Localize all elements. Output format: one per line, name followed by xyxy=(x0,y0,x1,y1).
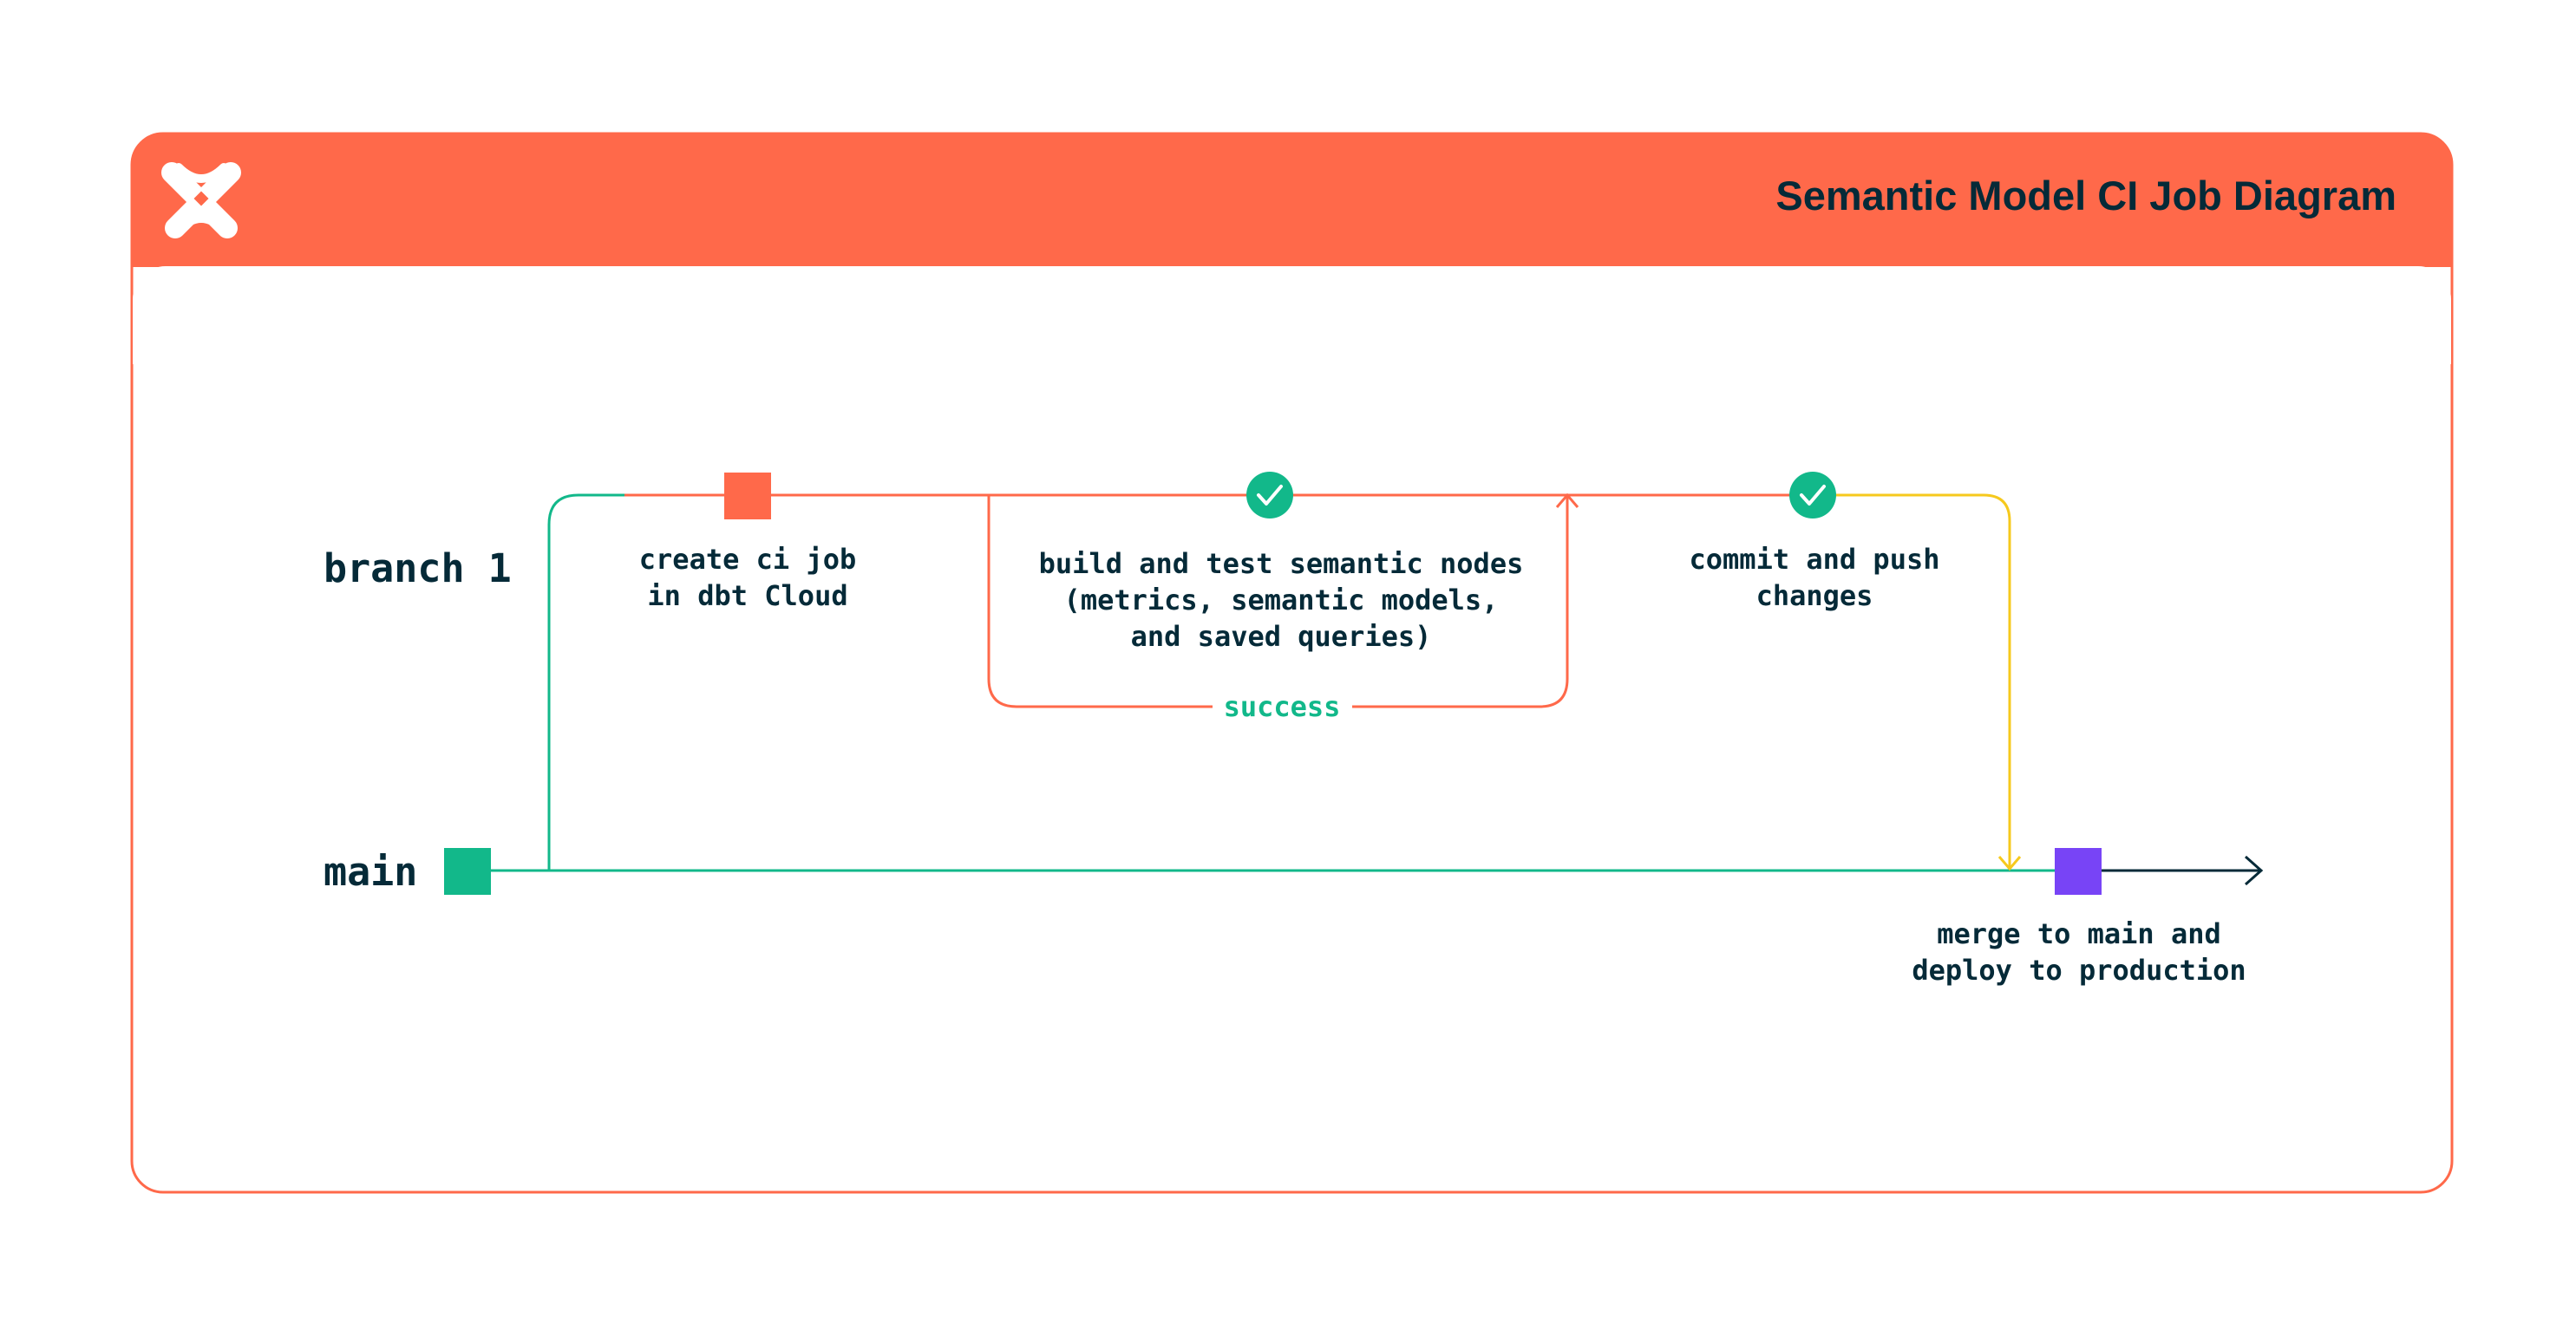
dbt-logo-icon xyxy=(161,162,241,238)
page-title: Semantic Model CI Job Diagram xyxy=(1775,173,2396,218)
merge-label-line-2: deploy to production xyxy=(1912,954,2246,987)
build-test-label-line-1: build and test semantic nodes xyxy=(1039,547,1524,580)
commit-push-label-line-2: changes xyxy=(1756,579,1873,612)
merge-arrow-head xyxy=(1997,856,2022,871)
create-ci-job-node xyxy=(724,473,771,519)
build-test-check-icon xyxy=(1246,472,1293,519)
commit-line xyxy=(1813,493,2011,869)
create-ci-job-label-line-2: in dbt Cloud xyxy=(647,579,847,612)
commit-push-label-line-1: commit and push xyxy=(1690,543,1940,576)
merge-label-line-1: merge to main and xyxy=(1937,917,2221,950)
build-test-label-line-2: (metrics, semantic models, xyxy=(1064,584,1499,616)
commit-check-icon xyxy=(1789,472,1836,519)
build-test-label-line-3: and saved queries) xyxy=(1131,620,1432,653)
success-label: success xyxy=(1224,690,1341,723)
branch-out-line xyxy=(547,493,633,871)
main-start-node xyxy=(444,848,491,895)
diagram-body xyxy=(133,266,2451,364)
main-arrow-head xyxy=(2245,855,2264,886)
create-ci-job-label-line-1: create ci job xyxy=(639,543,856,576)
lane-label-main: main xyxy=(324,849,417,895)
header-bar xyxy=(132,134,2452,267)
build-test-loop xyxy=(987,495,1569,708)
loop-arrow-head xyxy=(1555,492,1579,508)
lane-label-branch: branch 1 xyxy=(324,545,512,591)
merge-node xyxy=(2055,848,2102,895)
